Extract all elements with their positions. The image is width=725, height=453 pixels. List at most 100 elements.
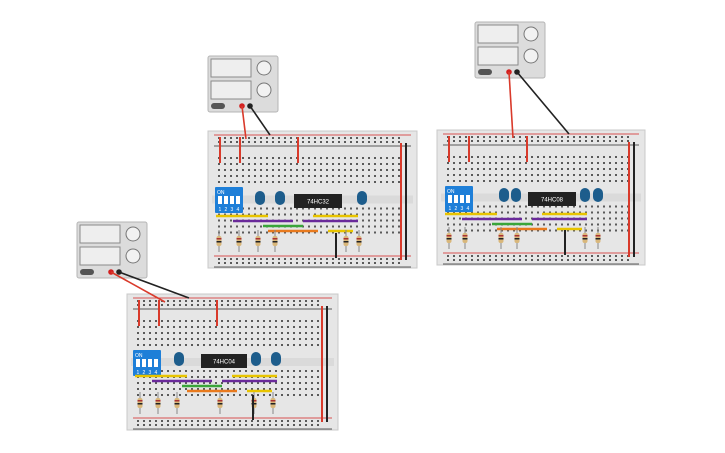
breadboard-hole [290,262,292,264]
dip-toggle[interactable] [154,359,158,367]
breadboard-hole [465,136,467,138]
breadboard-hole [308,163,310,165]
breadboard-hole [531,162,533,164]
breadboard-hole [489,162,491,164]
breadboard-hole [603,162,605,164]
breadboard-hole [251,338,253,340]
breadboard-hole [495,156,497,158]
breadboard-hole [311,344,313,346]
voltage-knob-icon[interactable] [256,60,272,76]
power-switch[interactable] [478,69,492,75]
breadboard-hole [293,338,295,340]
breadboard-hole [290,231,292,234]
breadboard-hole [257,344,259,346]
breadboard-hole [302,163,304,165]
breadboard-hole [245,320,247,322]
breadboard-hole [224,141,226,143]
dip-toggle[interactable] [466,195,470,203]
power-switch[interactable] [211,103,225,109]
breadboard-hole [597,180,599,182]
breadboard-hole [236,225,238,228]
breadboard-hole [239,420,241,422]
breadboard-hole [281,344,283,346]
breadboard-hole [573,205,575,208]
breadboard-hole [161,326,163,328]
breadboard-hole [317,382,319,384]
breadboard-hole [266,157,268,159]
breadboard-hole [305,420,307,422]
breadboard-hole [230,225,232,228]
breadboard-hole [507,168,509,170]
breadboard-hole [374,225,376,228]
power-supply-middle[interactable] [207,55,279,113]
breadboard-hole [224,213,226,216]
breadboard-hole [260,169,262,171]
breadboard-hole [380,181,382,183]
dip-toggle[interactable] [236,196,240,204]
breadboard-hole [459,174,461,176]
current-knob-icon[interactable] [523,48,539,64]
dip-toggle[interactable] [454,195,458,203]
breadboard-hole [185,332,187,334]
current-knob-icon[interactable] [125,248,141,264]
breadboard-hole [281,320,283,322]
power-supply-left[interactable] [76,221,148,279]
dip-toggle[interactable] [230,196,234,204]
breadboard-hole [179,370,181,372]
breadboard-hole [567,136,569,138]
breadboard-hole [585,140,587,142]
breadboard-hole [275,344,277,346]
breadboard-hole [374,169,376,171]
breadboard-hole [209,388,211,390]
breadboard-hole [525,205,527,208]
breadboard-hole [185,300,187,302]
dip-toggle[interactable] [142,359,146,367]
breadboard-hole [203,382,205,384]
breadboard-hole [197,388,199,390]
breadboard-hole [149,332,151,334]
breadboard-hole [251,388,253,390]
dip-toggle[interactable] [224,196,228,204]
power-supply-right[interactable] [474,21,546,79]
breadboard-hole [218,181,220,183]
breadboard-hole [549,255,551,257]
breadboard-hole [230,163,232,165]
breadboard-hole [269,332,271,334]
breadboard-hole [573,223,575,226]
breadboard-hole [621,255,623,257]
breadboard-hole [555,156,557,158]
voltage-knob-icon[interactable] [523,26,539,42]
dip-number: 3 [461,206,464,212]
breadboard-hole [507,162,509,164]
breadboard-hole [579,205,581,208]
breadboard-hole [221,388,223,390]
dip-toggle[interactable] [218,196,222,204]
breadboard-hole [185,320,187,322]
dip-toggle[interactable] [448,195,452,203]
voltage-knob-icon[interactable] [125,226,141,242]
breadboard-hole [293,376,295,378]
breadboard-hole [579,174,581,176]
breadboard-hole [453,255,455,257]
power-switch[interactable] [80,269,94,275]
breadboard-hole [236,141,238,143]
breadboard-hole [239,394,241,396]
breadboard-hole [609,223,611,226]
breadboard-hole [299,388,301,390]
supply-lead-negative [516,71,570,135]
breadboard-hole [233,300,235,302]
dip-toggle[interactable] [148,359,152,367]
chip-label: 74HC08 [541,198,564,204]
resistor-band [217,400,223,402]
breadboard-hole [567,174,569,176]
breadboard-hole [302,175,304,177]
dip-toggle[interactable] [136,359,140,367]
current-knob-icon[interactable] [256,82,272,98]
breadboard-hole [465,140,467,142]
breadboard-hole [398,213,400,216]
breadboard-hole [167,320,169,322]
dip-toggle[interactable] [460,195,464,203]
